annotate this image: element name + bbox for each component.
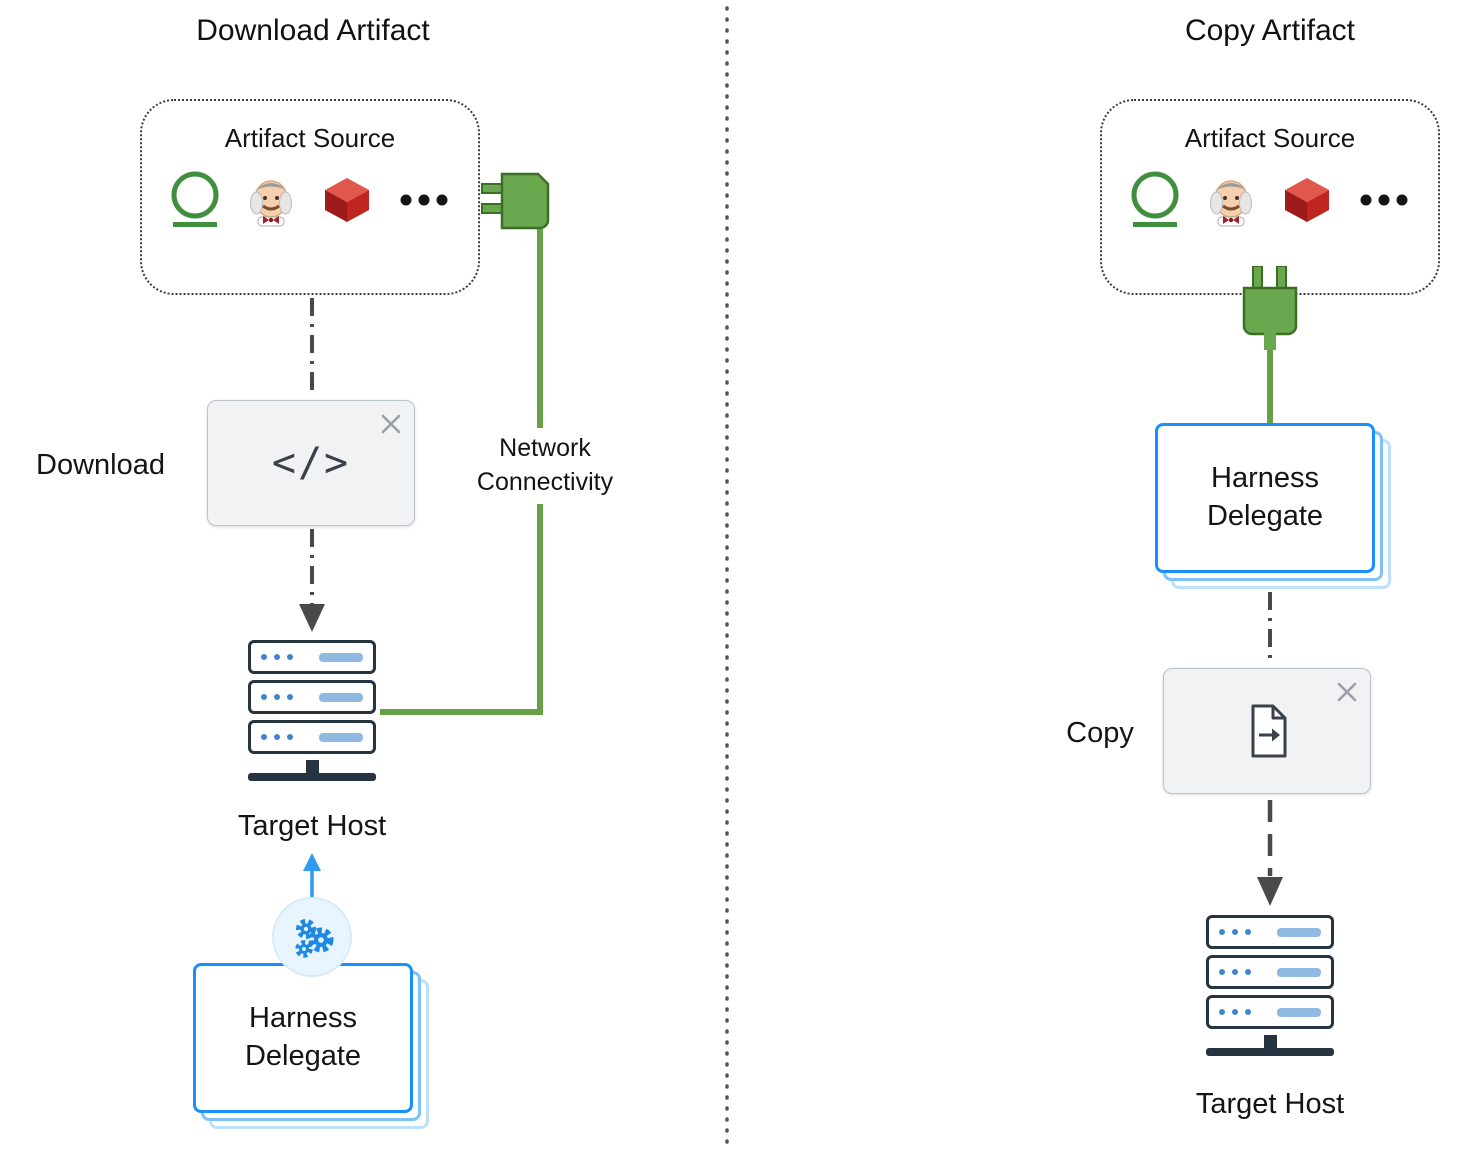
target-host-label-left: Target Host bbox=[237, 810, 387, 842]
download-label: Download bbox=[36, 449, 165, 481]
artifact-source-box-right: Artifact Source bbox=[1100, 99, 1440, 295]
server-unit bbox=[1206, 915, 1334, 949]
right-panel-title: Copy Artifact bbox=[1184, 14, 1356, 47]
up-arrowhead bbox=[303, 853, 321, 871]
ellipsis-icon bbox=[1360, 194, 1408, 206]
server-unit bbox=[248, 720, 376, 754]
copy-file-icon bbox=[1251, 704, 1287, 758]
left-panel-title: Download Artifact bbox=[196, 14, 430, 47]
artifact-source-icons bbox=[168, 170, 452, 230]
artifact-source-label: Artifact Source bbox=[224, 123, 396, 153]
gears-icon bbox=[272, 897, 352, 977]
ellipsis-icon bbox=[400, 194, 448, 206]
server-unit bbox=[1206, 955, 1334, 989]
server-unit bbox=[1206, 995, 1334, 1029]
artifact-source-icons bbox=[1128, 170, 1412, 230]
server-unit bbox=[248, 640, 376, 674]
down-arrowhead bbox=[299, 604, 325, 632]
down-arrowhead-right bbox=[1257, 877, 1283, 906]
jenkins-icon bbox=[250, 180, 292, 227]
server-unit bbox=[248, 680, 376, 714]
delegate-label-left: Harness Delegate bbox=[244, 1002, 362, 1072]
close-icon bbox=[1337, 682, 1357, 702]
aws-s3-icon bbox=[1285, 178, 1329, 222]
target-host-icon-right bbox=[1206, 915, 1334, 1056]
copy-label: Copy bbox=[1066, 717, 1134, 749]
artifact-source-box-left: Artifact Source bbox=[140, 99, 480, 295]
code-icon: </> bbox=[271, 440, 351, 486]
target-host-icon-left bbox=[248, 640, 376, 781]
network-cable bbox=[380, 222, 543, 715]
close-icon bbox=[381, 414, 401, 434]
delegate-box: Harness Delegate bbox=[193, 963, 413, 1113]
artifact-source-label: Artifact Source bbox=[1184, 123, 1356, 153]
copy-step-card bbox=[1163, 668, 1371, 794]
harness-delegate-card-left: Harness Delegate bbox=[193, 963, 445, 1129]
delegate-box: Harness Delegate bbox=[1155, 423, 1375, 573]
jenkins-icon bbox=[1210, 180, 1252, 227]
aws-s3-icon bbox=[325, 178, 369, 222]
plug-icon-right bbox=[1242, 266, 1298, 350]
ring-icon bbox=[171, 171, 219, 227]
ring-icon bbox=[1131, 171, 1179, 227]
network-connectivity-label: Network Connectivity bbox=[455, 428, 635, 504]
delegate-label-right: Harness Delegate bbox=[1206, 462, 1324, 532]
target-host-label-right: Target Host bbox=[1195, 1088, 1345, 1120]
harness-delegate-card-right: Harness Delegate bbox=[1155, 423, 1407, 589]
download-step-card: </> bbox=[207, 400, 415, 526]
plug-icon-left bbox=[481, 172, 550, 230]
